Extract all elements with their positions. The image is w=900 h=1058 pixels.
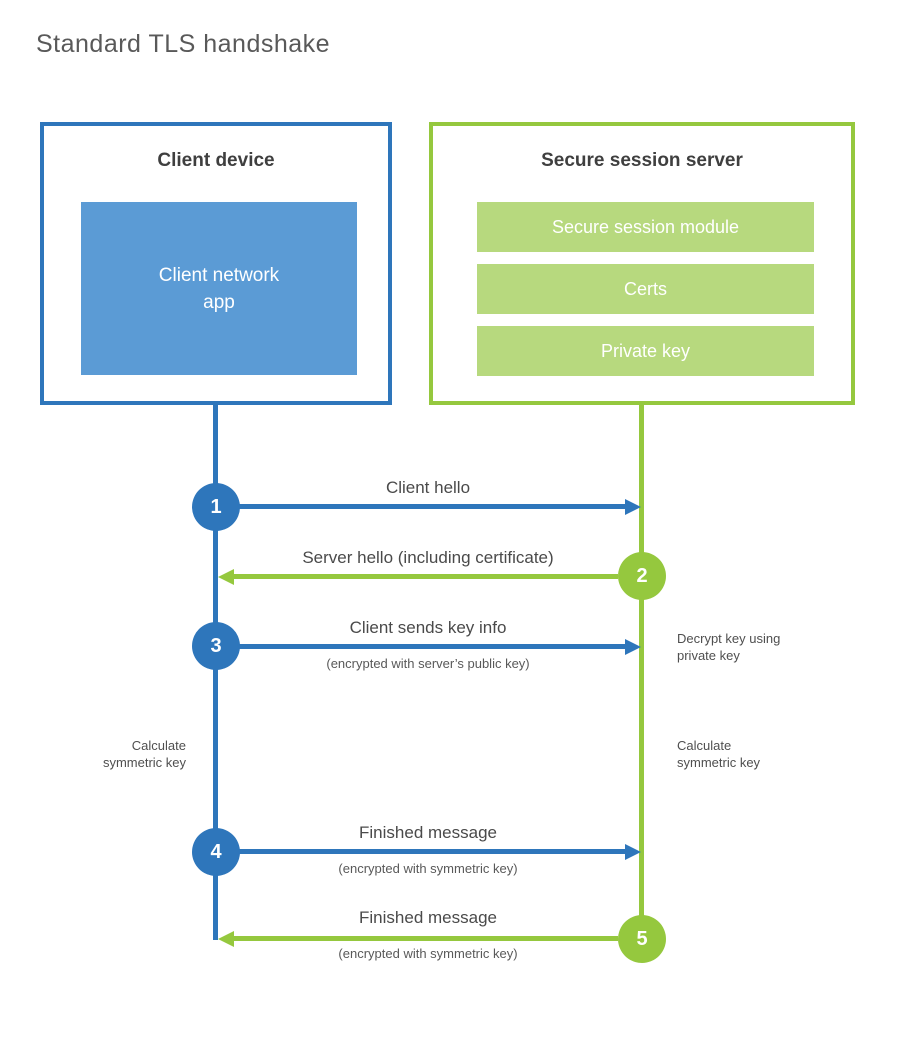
note-calculate-symmetric-key-server: Calculate symmetric key bbox=[677, 738, 761, 770]
step-5-badge: 5 bbox=[618, 915, 666, 963]
step-1-number: 1 bbox=[210, 495, 222, 518]
client-network-app-block: Client network app bbox=[81, 202, 357, 375]
secure-session-server-title: Secure session server bbox=[541, 150, 743, 171]
server-lifeline bbox=[639, 405, 644, 917]
step-2-number: 2 bbox=[636, 564, 648, 587]
step-1-arrowhead-right-icon bbox=[625, 499, 641, 515]
client-lifeline bbox=[213, 405, 218, 940]
step-1-arrow-line bbox=[239, 504, 625, 509]
step-3-label: Client sends key info bbox=[349, 618, 507, 637]
server-module-secure-session: Secure session module bbox=[477, 202, 814, 252]
step-5-arrowhead-left-icon bbox=[218, 931, 234, 947]
page-title: Standard TLS handshake bbox=[36, 30, 331, 58]
step-4-arrow-line bbox=[239, 849, 625, 854]
step-3-badge: 3 bbox=[192, 622, 240, 670]
step-2-label: Server hello (including certificate) bbox=[302, 548, 554, 567]
server-module-certs: Certs bbox=[477, 264, 814, 314]
server-module-private-key: Private key bbox=[477, 326, 814, 376]
step-5-sublabel: (encrypted with symmetric key) bbox=[338, 946, 518, 961]
step-2-arrowhead-left-icon bbox=[218, 569, 234, 585]
step-5-number: 5 bbox=[636, 927, 648, 950]
step-4-arrowhead-right-icon bbox=[625, 844, 641, 860]
step-3-number: 3 bbox=[210, 634, 222, 657]
step-4-label: Finished message bbox=[359, 823, 497, 842]
step-4-sublabel: (encrypted with symmetric key) bbox=[338, 861, 518, 876]
step-3-arrow-line bbox=[239, 644, 625, 649]
step-3-sublabel: (encrypted with server’s public key) bbox=[326, 656, 530, 671]
step-2-badge: 2 bbox=[618, 552, 666, 600]
client-device-title: Client device bbox=[157, 150, 275, 171]
step-4-badge: 4 bbox=[192, 828, 240, 876]
step-4-number: 4 bbox=[210, 840, 222, 863]
note-calculate-symmetric-key-client: Calculate symmetric key bbox=[102, 738, 186, 770]
secure-session-server-box: Secure session server Secure session mod… bbox=[429, 122, 855, 405]
client-device-box: Client device Client network app bbox=[40, 122, 392, 405]
step-5-label: Finished message bbox=[359, 908, 497, 927]
step-1-label: Client hello bbox=[385, 478, 471, 497]
step-2-arrow-line bbox=[234, 574, 618, 579]
step-5-arrow-line bbox=[234, 936, 618, 941]
step-3-arrowhead-right-icon bbox=[625, 639, 641, 655]
step-1-badge: 1 bbox=[192, 483, 240, 531]
note-decrypt-key: Decrypt key using private key bbox=[677, 631, 781, 663]
